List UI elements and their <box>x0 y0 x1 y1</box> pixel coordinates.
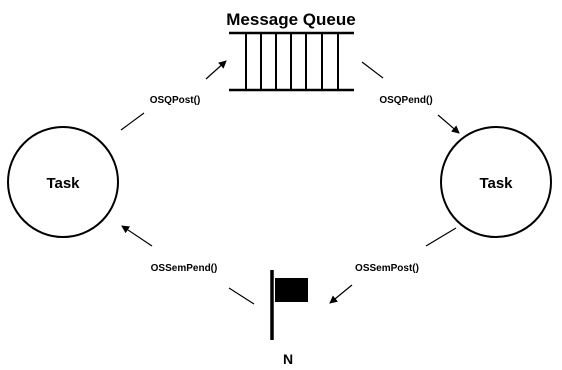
ossempend-line <box>228 287 255 305</box>
semaphore: N <box>270 270 308 367</box>
osqpost-arrow <box>205 60 227 80</box>
message-queue-title: Message Queue <box>226 10 355 29</box>
ossempend-connector: OSSemPend() <box>121 225 255 305</box>
ossempost-line <box>425 227 457 247</box>
semaphore-label: N <box>283 351 293 367</box>
osqpend-connector: OSQPend() <box>361 61 460 134</box>
task-left-label: Task <box>46 175 80 192</box>
ossempost-connector: OSSemPost() <box>329 227 457 304</box>
task-right-label: Task <box>479 175 513 192</box>
task-right-circle <box>440 126 552 238</box>
osqpend-label: OSQPend() <box>379 95 432 106</box>
flag-icon <box>270 270 308 340</box>
ossempost-label: OSSemPost() <box>355 263 419 274</box>
osqpost-connector: OSQPost() <box>120 60 227 131</box>
osqpend-line <box>361 61 384 79</box>
ossempost-arrow <box>329 284 353 304</box>
osqpend-arrow <box>437 114 460 134</box>
task-left: Task <box>7 126 119 238</box>
osqpost-label: OSQPost() <box>150 95 201 106</box>
ossempend-arrow <box>121 225 153 247</box>
ossempend-label: OSSemPend() <box>151 263 218 274</box>
osqpost-line <box>120 112 145 131</box>
message-queue <box>229 31 354 92</box>
task-right: Task <box>440 126 552 238</box>
task-left-circle <box>7 126 119 238</box>
